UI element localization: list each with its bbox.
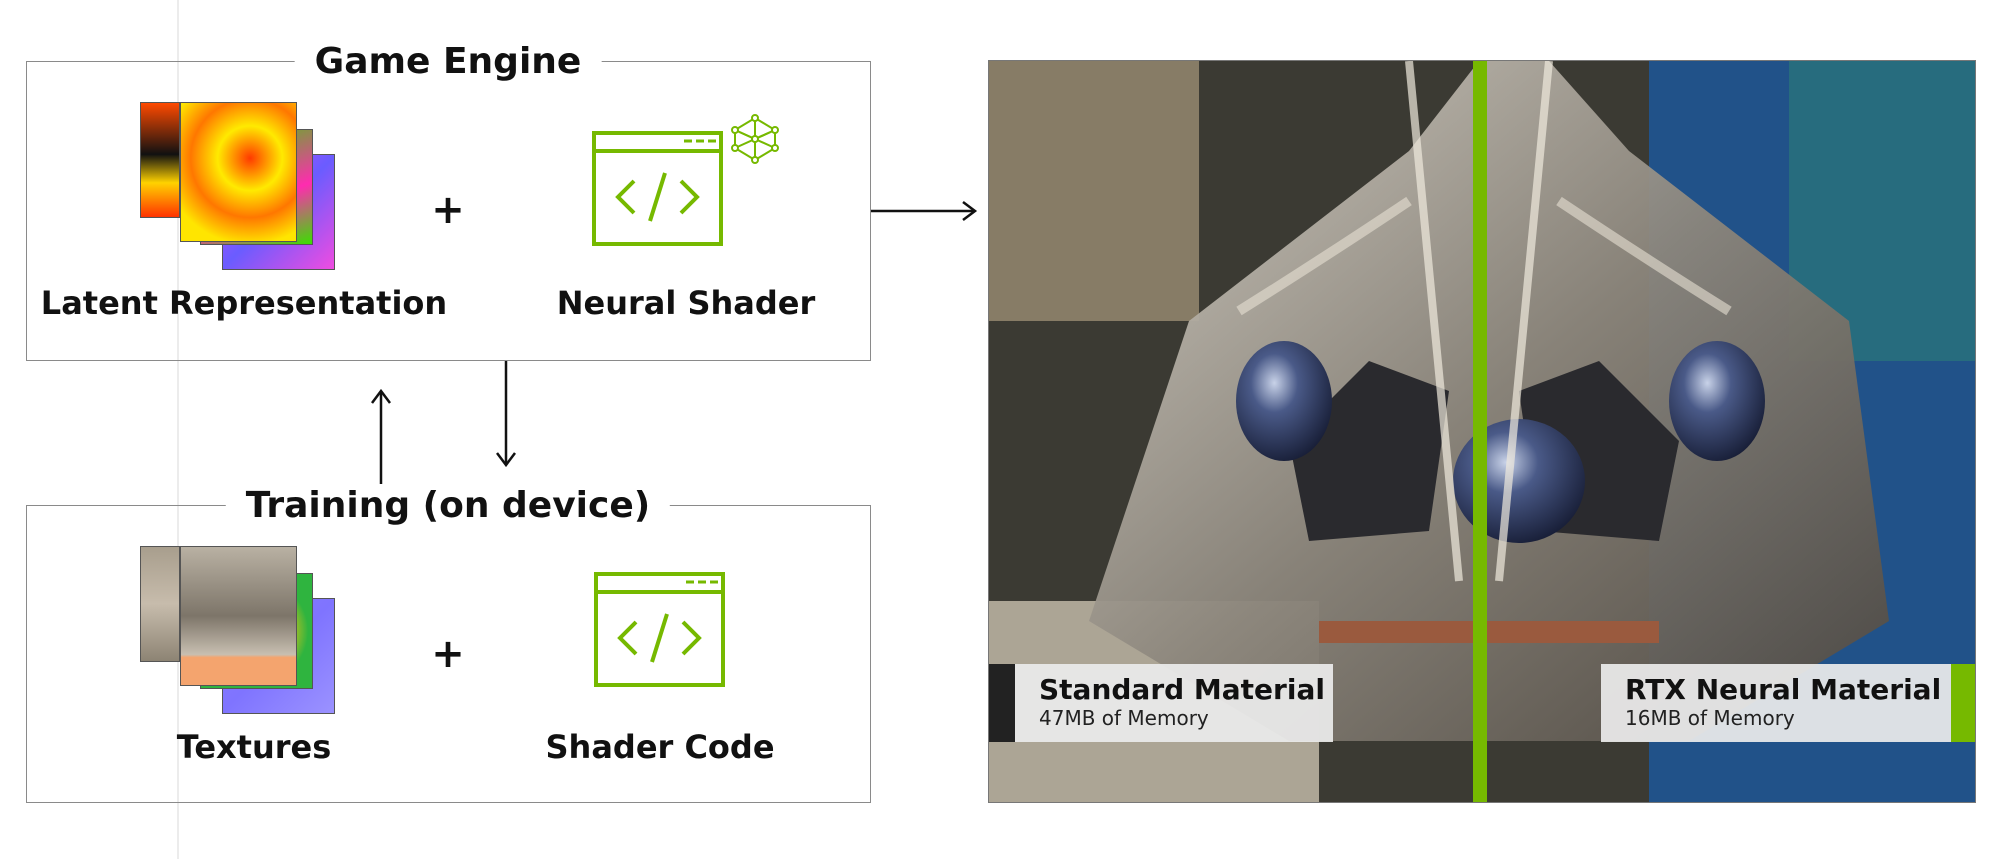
up-arrow [371, 388, 391, 497]
neural-network-icon [731, 114, 779, 164]
bottom-plus-sign: + [431, 631, 465, 677]
material-comparison-photo: Standard Material 47MB of Memory RTX Neu… [988, 60, 1976, 803]
texture-stack-icon [140, 546, 335, 714]
texture-card-2 [180, 546, 297, 686]
top-plus-sign: + [431, 187, 465, 233]
shader-code-label: Shader Code [545, 728, 775, 766]
game-engine-title: Game Engine [294, 40, 602, 84]
latent-texture-stack-icon [140, 102, 335, 270]
neural-shader-label: Neural Shader [556, 284, 816, 322]
latent-card-1 [140, 102, 180, 218]
latent-representation-label: Latent Representation [40, 284, 448, 322]
standard-material-name: Standard Material [1039, 673, 1325, 706]
code-window-icon [592, 131, 723, 246]
code-window-icon [594, 572, 725, 687]
latent-card-2 [180, 102, 297, 242]
neural-material-memory: 16MB of Memory [1625, 706, 1795, 730]
standard-material-memory: 47MB of Memory [1039, 706, 1209, 730]
training-title: Training (on device) [225, 484, 671, 528]
guide-line [177, 0, 179, 859]
texture-card-1 [140, 546, 180, 662]
textures-label: Textures [176, 728, 332, 766]
comparison-divider [1473, 61, 1487, 802]
down-arrow [496, 361, 516, 468]
standard-material-label: Standard Material 47MB of Memory [989, 664, 1333, 742]
neural-material-name: RTX Neural Material [1625, 673, 1942, 706]
right-arrow [871, 201, 978, 221]
neural-material-label: RTX Neural Material 16MB of Memory [1601, 664, 1975, 742]
